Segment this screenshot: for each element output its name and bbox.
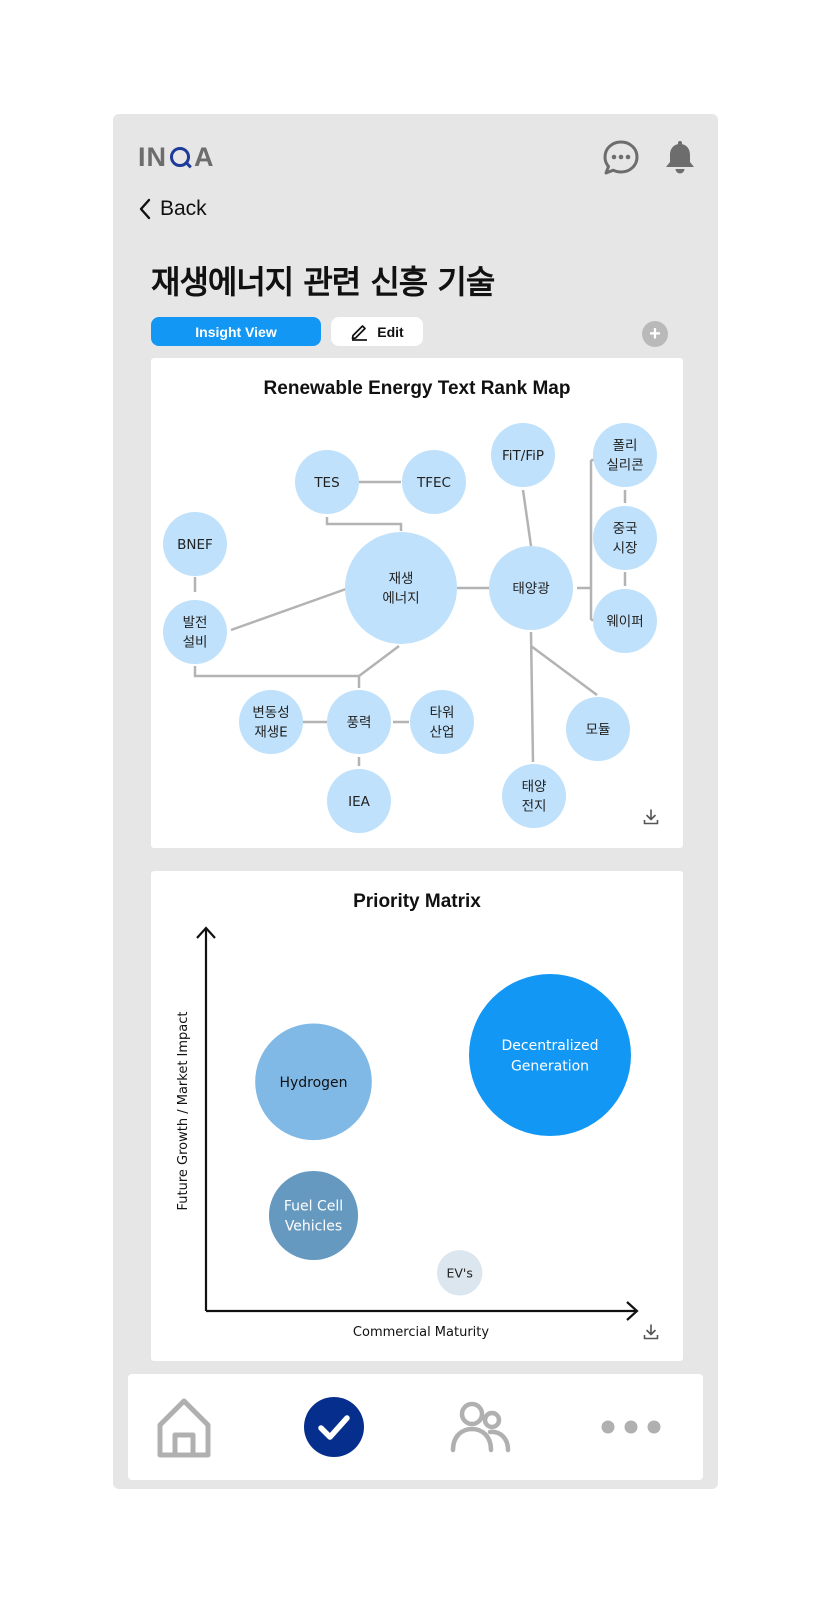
node-label-iea: IEA — [348, 794, 371, 810]
matrix-point-3[interactable] — [437, 1250, 483, 1296]
edge-power-renew — [230, 587, 347, 632]
edge-solar-module — [530, 644, 598, 697]
matrix-point-0[interactable] — [255, 1023, 372, 1141]
y-axis-label: Future Growth / Market Impact — [176, 1011, 191, 1210]
node-label-fitfip: FiT/FiP — [502, 448, 544, 464]
node-label-solar: 태양광 — [512, 581, 549, 597]
node-bnef[interactable] — [163, 512, 227, 576]
matrix-title: Priority Matrix — [353, 891, 481, 912]
download-icon[interactable] — [642, 1323, 660, 1341]
pencil-icon — [351, 325, 368, 341]
edge-tes-renew — [325, 517, 403, 531]
node-poly[interactable] — [593, 423, 657, 487]
nav-people[interactable] — [448, 1394, 514, 1460]
priority-matrix-card: Priority Matrix Commercial Maturity Futu… — [151, 871, 683, 1361]
logo: IN A — [138, 142, 215, 172]
bottom-nav — [128, 1374, 703, 1480]
edge-power-wind — [193, 666, 361, 688]
node-tfec[interactable] — [402, 450, 466, 514]
matrix-point-label-3: EV's — [446, 1265, 472, 1280]
nav-home[interactable] — [151, 1394, 217, 1460]
matrix-point-label-0: Hydrogen — [279, 1075, 347, 1091]
node-fitfip[interactable] — [491, 423, 555, 487]
edit-label: Edit — [377, 323, 404, 340]
node-label-module: 모듈 — [586, 722, 611, 738]
download-icon[interactable] — [642, 808, 660, 826]
nav-check[interactable] — [301, 1394, 367, 1460]
logo-text-right: A — [194, 141, 215, 172]
app-screen: IN A Back 재생에너지 관련 신흥 기술 Insight View — [113, 114, 718, 1489]
node-china[interactable] — [593, 506, 657, 570]
node-label-wafer: 웨이퍼 — [606, 614, 643, 630]
node-power[interactable] — [163, 600, 227, 664]
insight-view-button[interactable]: Insight View — [151, 317, 321, 346]
edit-button[interactable]: Edit — [331, 317, 423, 346]
chevron-left-icon — [139, 198, 151, 220]
node-label-tfec: TFEC — [416, 475, 451, 491]
logo-text-left: IN — [138, 141, 167, 172]
matrix-axes — [196, 926, 639, 1321]
node-module[interactable] — [566, 697, 630, 761]
back-button[interactable]: Back — [138, 194, 207, 224]
node-label-bnef: BNEF — [177, 537, 213, 553]
chat-bubble-icon[interactable] — [601, 138, 641, 178]
priority-matrix-chart: Priority Matrix Commercial Maturity Futu… — [176, 891, 639, 1340]
node-renew[interactable] — [345, 532, 457, 644]
edge-solar-poly-wafer — [577, 458, 595, 622]
node-variable[interactable] — [239, 690, 303, 754]
matrix-point-1[interactable] — [469, 974, 631, 1137]
more-dots-icon — [601, 1420, 661, 1434]
node-solar[interactable] — [489, 546, 573, 630]
page-title: 재생에너지 관련 신흥 기술 — [151, 263, 495, 301]
nav-more[interactable] — [596, 1394, 666, 1460]
rank-map-card: Renewable Energy Text Rank Map — [151, 358, 683, 848]
node-tes[interactable] — [295, 450, 359, 514]
bell-icon[interactable] — [660, 138, 700, 178]
node-label-tes: TES — [313, 475, 339, 491]
edge-wind-renew — [358, 645, 400, 677]
rank-map-edges — [193, 458, 627, 766]
node-label-wind: 풍력 — [347, 715, 372, 731]
check-circle-icon — [304, 1397, 364, 1457]
plus-icon: + — [649, 323, 661, 345]
edge-fitfip-solar — [521, 489, 533, 547]
node-iea[interactable] — [327, 769, 391, 833]
node-wind[interactable] — [327, 690, 391, 754]
matrix-point-2[interactable] — [268, 1170, 359, 1261]
node-cell[interactable] — [502, 764, 566, 828]
edge-solar-cell — [529, 631, 535, 763]
y-axis-arrow — [196, 926, 216, 939]
node-tower[interactable] — [410, 690, 474, 754]
add-button[interactable]: + — [642, 321, 668, 347]
x-axis-label: Commercial Maturity — [353, 1325, 489, 1340]
back-label: Back — [160, 197, 207, 220]
rank-map-title: Renewable Energy Text Rank Map — [263, 378, 571, 399]
node-wafer[interactable] — [593, 589, 657, 653]
users-icon — [450, 1401, 511, 1453]
logo-q-mark — [170, 147, 190, 167]
home-icon — [157, 1398, 211, 1458]
x-axis-arrow — [626, 1301, 639, 1321]
